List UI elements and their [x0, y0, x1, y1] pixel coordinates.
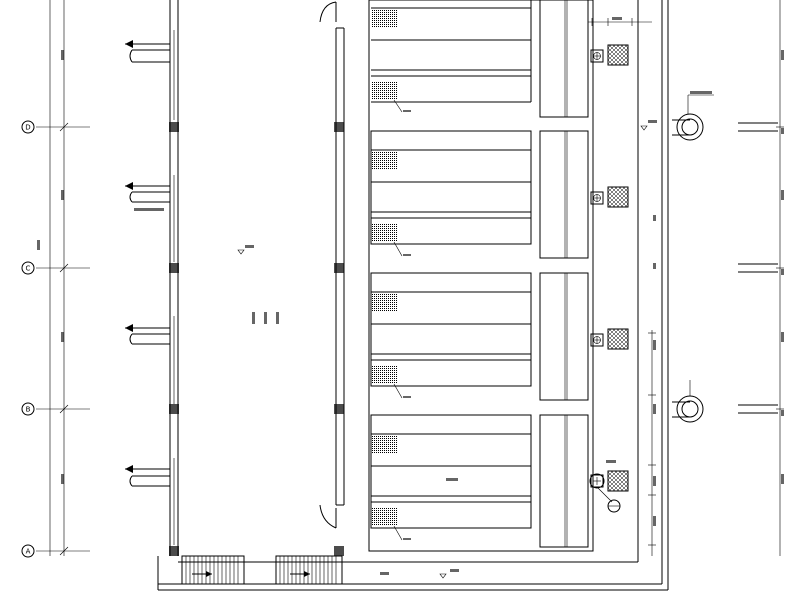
- column-icon: [169, 263, 179, 273]
- grid-axis-label: C: [26, 265, 31, 273]
- grid-axis-label: D: [25, 124, 30, 132]
- tank-unit: [370, 272, 589, 401]
- column-icon: [334, 546, 344, 556]
- elevation-marker-icon: [640, 120, 657, 131]
- hatched-shaft-icon: [607, 186, 629, 208]
- left-pipe-arrows: [125, 40, 170, 487]
- column-icon: [334, 263, 344, 273]
- outside-pipes: [672, 91, 778, 423]
- hatched-shaft-icon: [371, 10, 397, 28]
- column-icon: [169, 404, 179, 414]
- tank-unit: [370, 130, 589, 259]
- hatched-shaft-icon: [371, 224, 397, 242]
- left-dimension-chain: [36, 0, 90, 556]
- riser-symbol-icon: [589, 460, 621, 513]
- elevation-marker-icon: [439, 569, 459, 579]
- right-walls: [157, 0, 669, 591]
- tank-bank: [368, 0, 594, 552]
- hatched-shaft-icon: [371, 82, 397, 100]
- hall-annotations: [237, 245, 279, 324]
- hatched-shaft-icon: [607, 470, 629, 492]
- left-wall: [169, 0, 179, 556]
- pipe-icon: [125, 324, 170, 345]
- hatched-shaft-icon: [371, 508, 397, 526]
- hatched-shaft-icon: [371, 366, 397, 384]
- grid-axis-label: A: [26, 548, 31, 556]
- columns: [169, 122, 344, 556]
- hatched-shaft-icon: [607, 328, 629, 350]
- pipe-icon: [672, 380, 704, 423]
- grid-axis-label: B: [26, 406, 31, 414]
- hatched-shaft-icon: [371, 152, 397, 170]
- tank-unit: [370, 414, 589, 548]
- pipe-icon: [125, 182, 170, 211]
- riser-symbol-icon: [590, 333, 604, 347]
- hatched-shaft-icon: [371, 436, 397, 454]
- column-icon: [169, 546, 179, 556]
- tank-unit: [371, 0, 589, 118]
- riser-column: [588, 17, 652, 513]
- hatched-shaft-icon: [371, 294, 397, 312]
- right-dimension-chain: [648, 0, 784, 556]
- column-icon: [334, 404, 344, 414]
- pipe-icon: [672, 91, 714, 141]
- bottom-stairs: [181, 555, 459, 585]
- hatched-shaft-icon: [607, 44, 629, 66]
- grid-axis-bubbles: D C B A: [21, 120, 35, 558]
- grid-bubble-icon: D: [21, 120, 35, 134]
- pipe-icon: [125, 465, 170, 487]
- grid-bubble-icon: B: [21, 402, 35, 416]
- grid-bubble-icon: A: [21, 544, 35, 558]
- column-icon: [169, 122, 179, 132]
- pipe-icon: [125, 40, 170, 63]
- door-arc-icon: [319, 1, 337, 23]
- elevation-marker-icon: [237, 245, 254, 255]
- door-arc-icon: [319, 504, 337, 529]
- column-icon: [334, 122, 344, 132]
- riser-symbol-icon: [590, 191, 604, 205]
- grid-bubble-icon: C: [21, 261, 35, 275]
- riser-symbol-icon: [590, 49, 604, 63]
